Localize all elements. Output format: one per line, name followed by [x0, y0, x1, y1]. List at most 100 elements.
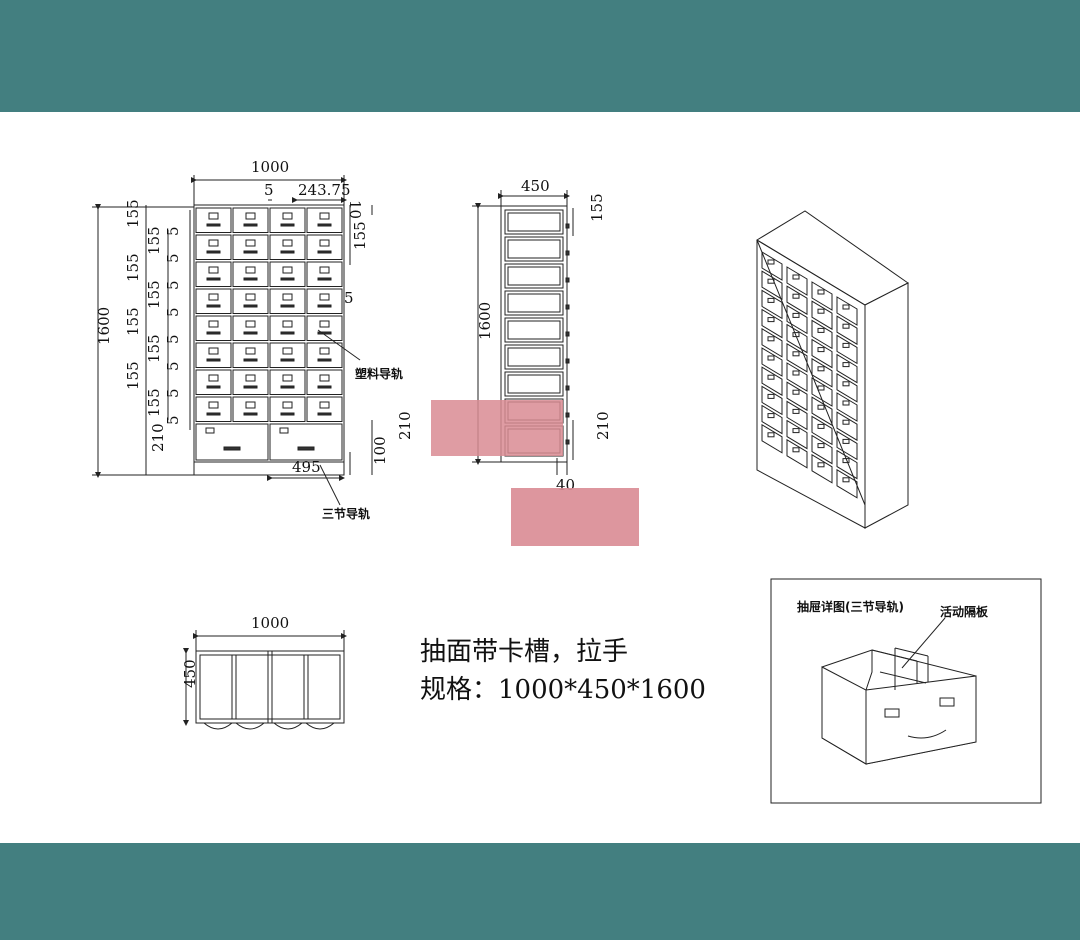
dim-drawer-h: 155: [124, 361, 142, 390]
dim-gap-v: 5: [164, 253, 182, 263]
side-drawer: [504, 290, 564, 316]
side-drawer: [504, 236, 564, 262]
plastic-rail-label: 塑料导轨: [355, 366, 403, 381]
iso-drawer: [786, 438, 808, 469]
iso-drawer: [786, 342, 808, 373]
iso-drawer: [836, 411, 858, 442]
drawer: [232, 369, 269, 395]
iso-drawer: [761, 289, 783, 320]
dim-drawer-h: 155: [124, 307, 142, 336]
dim-gap-right: 5: [344, 289, 354, 307]
dim-gap-v: 5: [164, 361, 182, 371]
dim-side-bottom-h: 210: [594, 411, 612, 440]
side-dimension-labels: 450 1600 155 210 40: [476, 177, 612, 494]
iso-drawer-grid: [761, 251, 858, 499]
dim-drawer-h-right: 155: [351, 221, 369, 250]
iso-drawer: [836, 334, 858, 365]
plan-view: [183, 630, 347, 730]
iso-drawer: [761, 251, 783, 281]
drawer: [306, 207, 343, 233]
isometric-view: [756, 210, 909, 529]
drawer: [269, 396, 306, 422]
side-elevation: [472, 190, 574, 475]
drawer: [232, 342, 269, 368]
dim-gap-v: 5: [164, 307, 182, 317]
drawer: [195, 234, 232, 260]
side-drawer: [504, 263, 564, 289]
drawer: [269, 288, 306, 314]
plan-dim-width: 1000: [251, 614, 289, 632]
drawer: [195, 396, 232, 422]
overlay-block-1: [431, 400, 563, 456]
front-dimension-labels: 1000 5 243.75 10 1600 155515551555155515…: [95, 158, 414, 521]
dim-col-width: 243.75: [298, 181, 351, 199]
iso-drawer: [786, 362, 808, 392]
drawer: [195, 315, 232, 341]
dim-drawer-h: 155: [145, 226, 163, 255]
overlay-block-2: [511, 488, 639, 546]
iso-drawer: [836, 353, 858, 384]
detail-frame: [770, 578, 1042, 804]
iso-drawer: [811, 377, 833, 407]
plan-dim-depth: 450: [181, 659, 199, 688]
drawer: [269, 342, 306, 368]
dim-height: 1600: [95, 307, 113, 345]
spec-line-2: 规格：1000*450*1600: [420, 675, 706, 705]
detail-title: 抽屉详图(三节导轨): [797, 599, 904, 614]
drawer: [306, 234, 343, 260]
iso-drawer: [811, 357, 833, 388]
bottom-band: [0, 843, 1080, 940]
dim-top-margin: 10: [346, 200, 364, 219]
dim-drawer-h: 155: [145, 388, 163, 417]
drawer: [232, 234, 269, 260]
iso-drawer: [786, 304, 808, 335]
dim-gap-v: 5: [164, 226, 182, 236]
dim-base-h: 100: [371, 436, 389, 465]
drawer-grid: [195, 207, 343, 422]
iso-drawer: [811, 415, 833, 446]
drawer: [306, 342, 343, 368]
drawer: [195, 342, 232, 368]
drawer: [195, 261, 232, 287]
side-drawer-stack: [504, 209, 570, 457]
iso-drawer: [811, 300, 833, 331]
drawer: [232, 315, 269, 341]
iso-drawer: [811, 434, 833, 465]
drawer: [306, 261, 343, 287]
iso-drawer: [761, 270, 783, 301]
iso-drawer: [761, 308, 783, 339]
three-rail-label: 三节导轨: [322, 506, 370, 521]
dim-gap-v: 5: [164, 388, 182, 398]
iso-drawer: [786, 266, 808, 296]
iso-drawer: [761, 347, 783, 377]
dim-gap-v: 5: [164, 334, 182, 344]
drawer: [269, 234, 306, 260]
drawer: [195, 207, 232, 233]
drawer: [232, 288, 269, 314]
dim-gap-v: 5: [164, 415, 182, 425]
dim-side-drawer-h: 155: [588, 193, 606, 222]
drawer: [269, 369, 306, 395]
iso-drawer: [811, 319, 833, 350]
iso-drawer: [836, 315, 858, 346]
drawer: [195, 288, 232, 314]
side-drawer: [504, 317, 564, 343]
iso-drawer: [761, 385, 783, 416]
dim-bottom-drawer-h: 210: [396, 411, 414, 440]
drawer-detail: [770, 578, 1042, 804]
iso-drawer: [761, 327, 783, 358]
drawer: [306, 369, 343, 395]
iso-drawer: [811, 396, 833, 427]
drawer: [306, 288, 343, 314]
iso-drawer: [786, 419, 808, 450]
iso-drawer: [761, 423, 783, 454]
dim-gap-v: 5: [164, 280, 182, 290]
side-drawer: [504, 371, 564, 397]
bottom-drawer-left: [195, 423, 269, 461]
drawer: [232, 261, 269, 287]
front-elevation: [92, 175, 373, 506]
dim-bottom-drawer-w: 495: [292, 458, 321, 476]
side-drawer: [504, 209, 564, 235]
